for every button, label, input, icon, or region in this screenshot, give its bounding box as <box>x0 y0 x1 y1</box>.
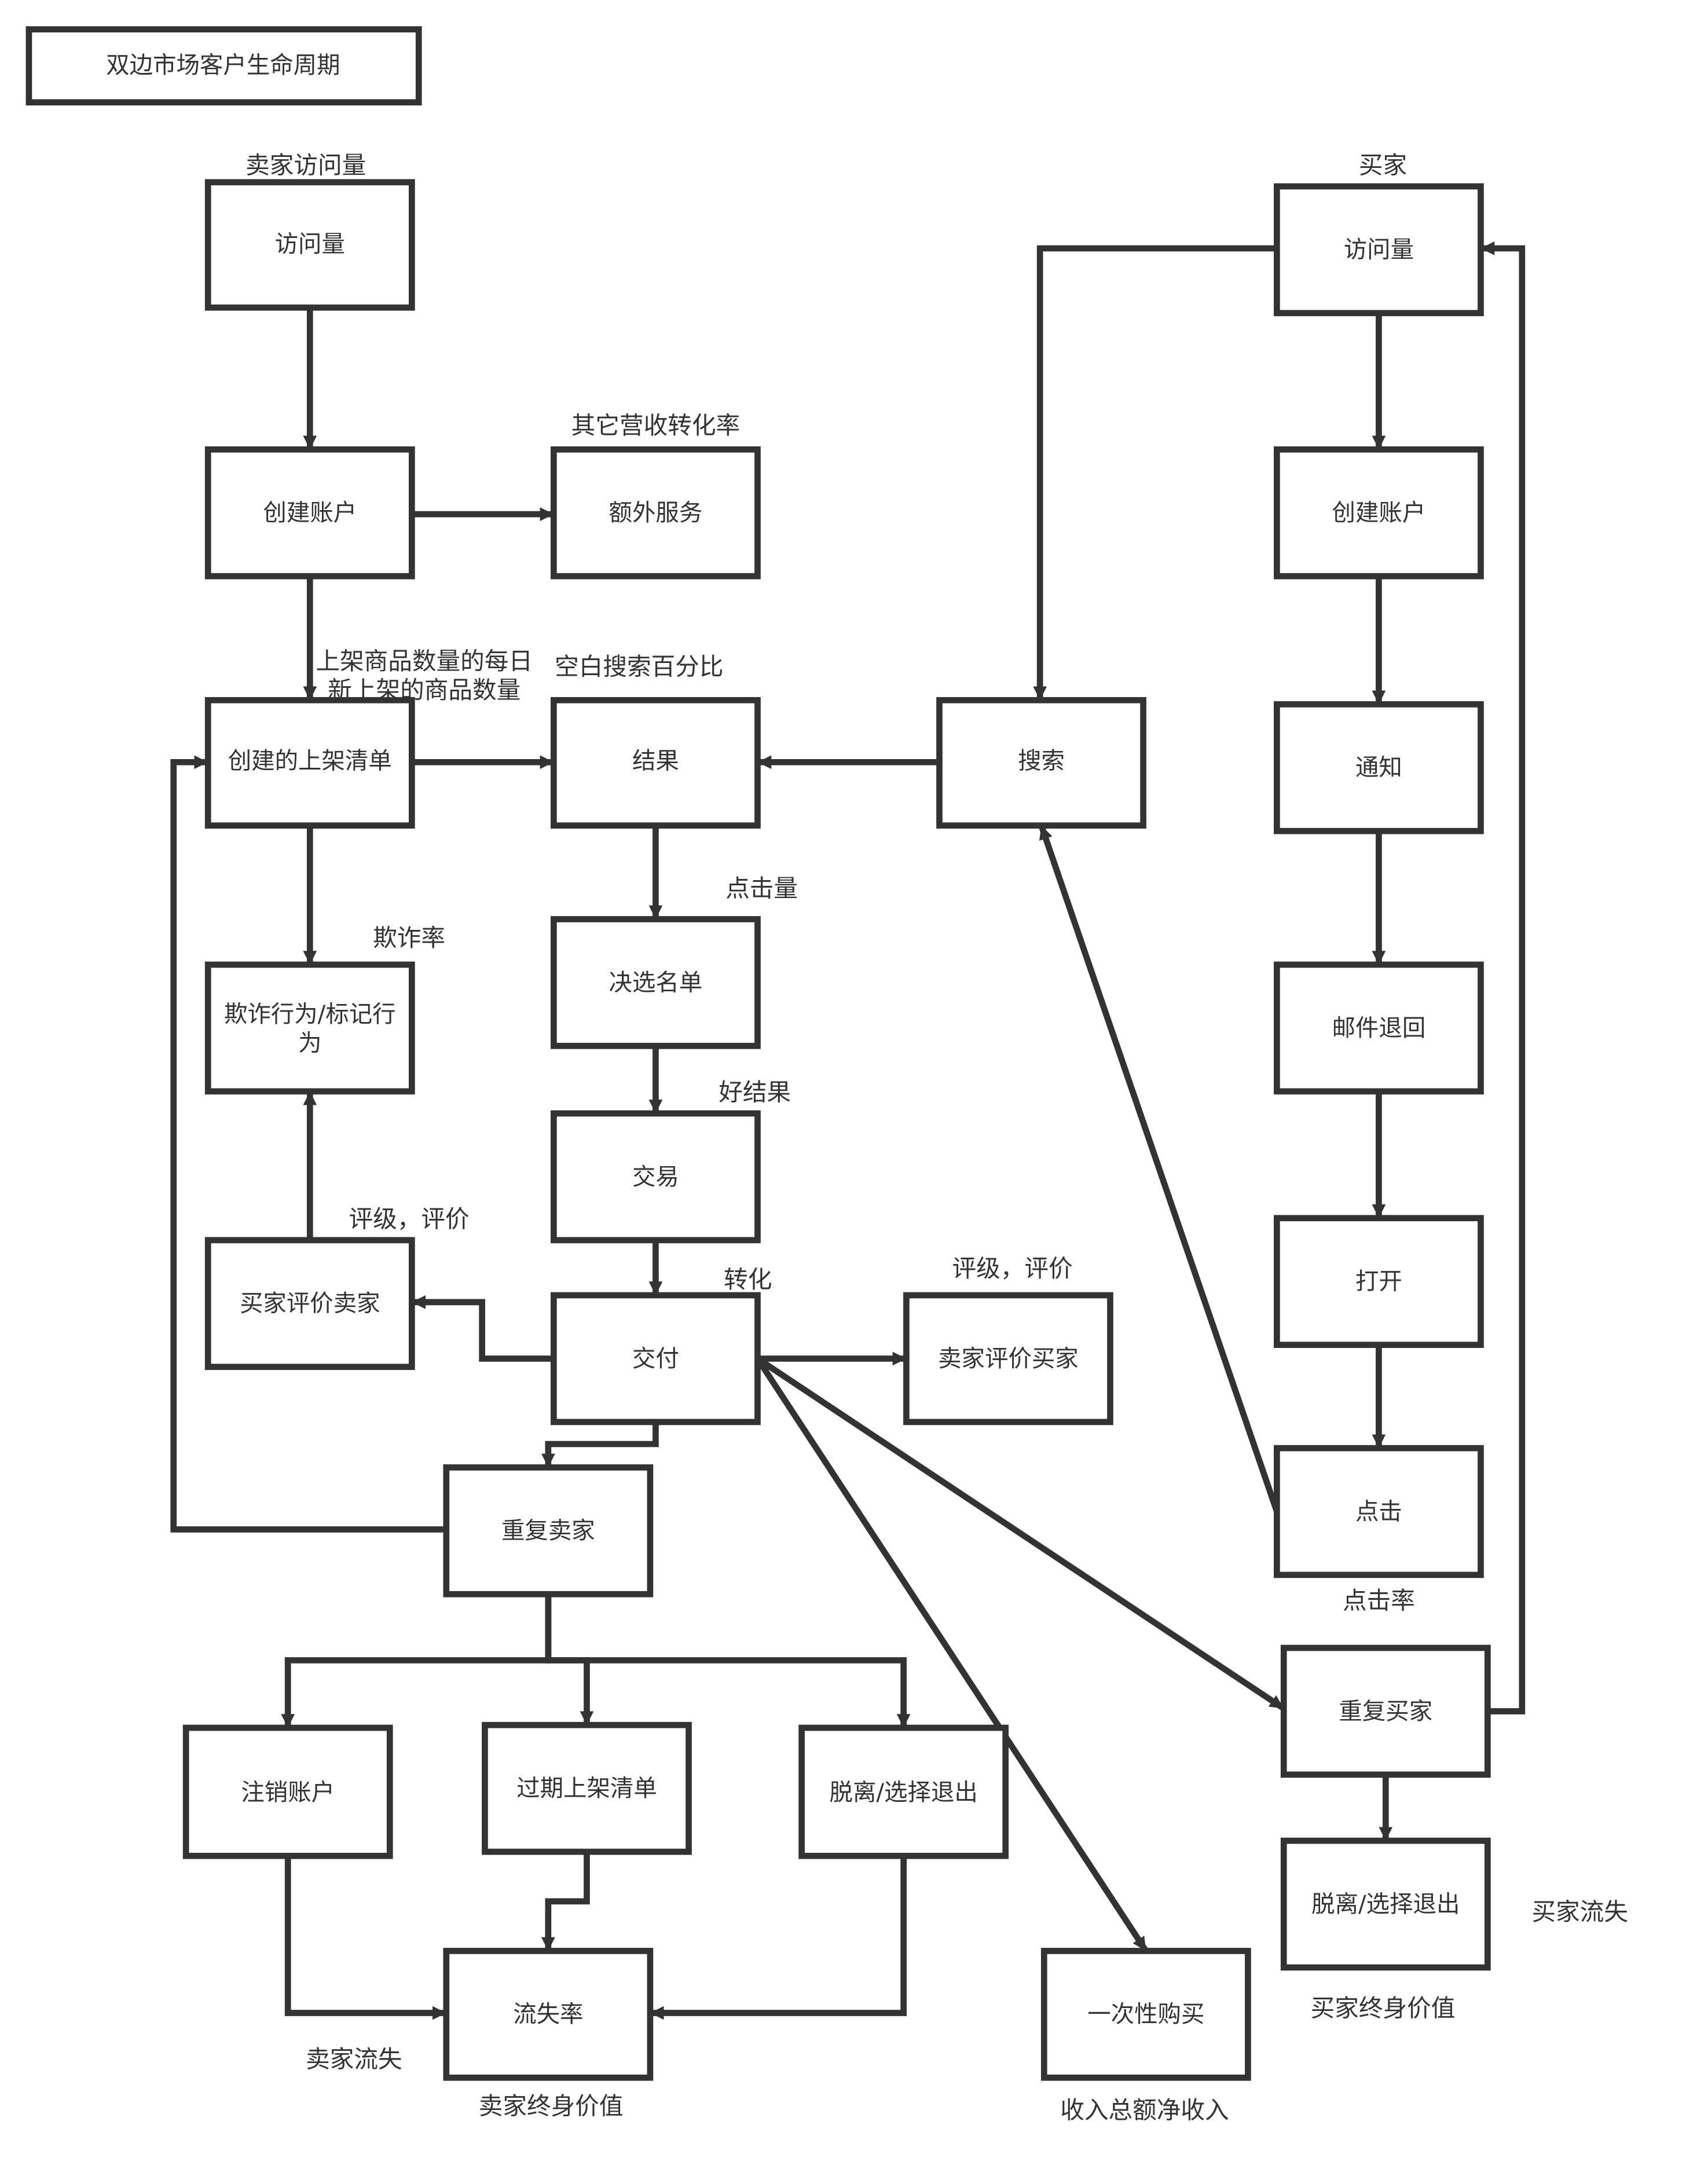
label-rating-review-right: 评级，评价 <box>952 1254 1073 1283</box>
metric-labels: 卖家访问量 买家 其它营收转化率 上架商品数量的每日 新上架的商品数量 空白搜索… <box>245 151 1628 2124</box>
label-listings-daily-line1: 上架商品数量的每日 <box>316 647 533 675</box>
node-transaction: 交易 <box>551 1110 761 1244</box>
label-other-revenue-conversion: 其它营收转化率 <box>571 411 740 439</box>
label-seller-visits: 卖家访问量 <box>245 151 366 179</box>
svg-text:结果: 结果 <box>632 746 679 774</box>
node-seller-visits: 访问量 <box>204 179 415 311</box>
svg-text:通知: 通知 <box>1355 753 1402 781</box>
edge-repeat-seller-to-listings <box>170 755 446 1533</box>
label-buyer-ltv: 买家终身价值 <box>1311 1994 1456 2023</box>
title-box: 双边市场客户生命周期 <box>25 26 422 106</box>
node-extra-services: 额外服务 <box>551 446 761 580</box>
edges <box>170 241 1526 2020</box>
label-seller-ltv: 卖家终身价值 <box>479 2092 624 2120</box>
label-conversion: 转化 <box>724 1265 772 1294</box>
node-buyer-visits: 访问量 <box>1274 183 1484 317</box>
node-delivery: 交付 <box>551 1292 761 1426</box>
edge-repeat-seller-to-opt-out <box>545 1594 911 1728</box>
node-notification: 通知 <box>1274 701 1484 834</box>
edge-delivery-to-repeat-seller <box>541 1421 659 1468</box>
node-buyer-rates-seller: 买家评价卖家 <box>204 1237 415 1371</box>
svg-text:重复卖家: 重复卖家 <box>501 1516 595 1544</box>
svg-text:创建的上架清单: 创建的上架清单 <box>228 746 392 774</box>
svg-text:欺诈行为/标记行: 欺诈行为/标记行 <box>224 1000 396 1028</box>
svg-text:为: 为 <box>298 1029 321 1057</box>
node-seller-create-account: 创建账户 <box>204 446 415 580</box>
label-buyer: 买家 <box>1359 151 1407 179</box>
label-click-volume: 点击量 <box>725 874 798 903</box>
edge-expired-listings-to-churn <box>541 1852 590 1951</box>
node-buyer-create-account: 创建账户 <box>1274 446 1484 580</box>
node-seller-rates-buyer: 卖家评价买家 <box>903 1292 1113 1426</box>
svg-text:点击: 点击 <box>1355 1497 1402 1525</box>
edge-delivery-to-buyer-rates-seller <box>412 1295 554 1362</box>
svg-text:决选名单: 决选名单 <box>609 968 703 996</box>
label-click-through-rate: 点击率 <box>1343 1587 1415 1615</box>
label-empty-search-pct: 空白搜索百分比 <box>555 653 723 681</box>
node-results: 结果 <box>551 697 761 829</box>
svg-text:脱离/选择退出: 脱离/选择退出 <box>830 1778 978 1806</box>
node-seller-opt-out: 脱离/选择退出 <box>798 1724 1009 1859</box>
svg-text:脱离/选择退出: 脱离/选择退出 <box>1311 1890 1460 1918</box>
svg-text:流失率: 流失率 <box>513 2000 583 2028</box>
label-buyer-churn: 买家流失 <box>1531 1897 1628 1926</box>
edge-click-to-search <box>1038 825 1280 1513</box>
svg-text:交易: 交易 <box>632 1163 679 1190</box>
node-shortlist: 决选名单 <box>551 916 761 1049</box>
svg-text:访问量: 访问量 <box>275 230 345 258</box>
node-click: 点击 <box>1274 1445 1484 1578</box>
edge-repeat-buyer-to-visits <box>1480 241 1526 1714</box>
svg-text:打开: 打开 <box>1355 1267 1402 1295</box>
svg-text:搜索: 搜索 <box>1018 746 1065 774</box>
node-listings-created: 创建的上架清单 <box>204 697 415 829</box>
edge-opt-out-to-churn <box>650 1856 907 2020</box>
label-seller-churn: 卖家流失 <box>306 2045 402 2073</box>
node-buyer-opt-out: 脱离/选择退出 <box>1280 1837 1491 1971</box>
svg-text:一次性购买: 一次性购买 <box>1087 2000 1204 2028</box>
label-listings-daily-line2: 新上架的商品数量 <box>328 676 521 704</box>
node-churn-rate: 流失率 <box>443 1948 654 2081</box>
label-fraud-rate: 欺诈率 <box>373 924 445 952</box>
edge-buyer-visits-to-search <box>1033 245 1277 701</box>
node-search: 搜索 <box>936 697 1146 829</box>
label-good-result: 好结果 <box>719 1078 791 1107</box>
label-net-revenue: 收入总额净收入 <box>1060 2096 1229 2124</box>
node-one-time-purchase: 一次性购买 <box>1040 1948 1251 2081</box>
node-cancel-account: 注销账户 <box>182 1724 393 1859</box>
svg-text:访问量: 访问量 <box>1344 236 1414 263</box>
node-repeat-seller: 重复卖家 <box>443 1464 654 1598</box>
diagram-title: 双边市场客户生命周期 <box>106 51 340 79</box>
node-open: 打开 <box>1274 1215 1484 1348</box>
svg-text:创建账户: 创建账户 <box>1332 499 1426 526</box>
node-email-bounce: 邮件退回 <box>1274 961 1484 1095</box>
node-expired-listings: 过期上架清单 <box>482 1721 692 1855</box>
node-repeat-buyer: 重复买家 <box>1280 1644 1491 1778</box>
svg-text:交付: 交付 <box>632 1344 679 1372</box>
node-fraud: 欺诈行为/标记行 为 <box>204 961 415 1095</box>
edge-delivery-to-repeat-buyer <box>756 1355 1286 1712</box>
edge-repeat-seller-to-cancel-account <box>281 1594 552 1728</box>
edge-cancel-account-to-churn <box>284 1856 446 2020</box>
svg-text:注销账户: 注销账户 <box>241 1778 335 1806</box>
svg-text:卖家评价买家: 卖家评价买家 <box>938 1344 1079 1372</box>
svg-text:重复买家: 重复买家 <box>1339 1697 1432 1725</box>
svg-text:创建账户: 创建账户 <box>263 499 357 526</box>
label-rating-review-left: 评级，评价 <box>349 1205 470 1233</box>
edge-delivery-to-one-time-purchase <box>754 1357 1149 1953</box>
svg-text:过期上架清单: 过期上架清单 <box>516 1774 657 1802</box>
svg-text:额外服务: 额外服务 <box>609 499 703 526</box>
svg-text:邮件退回: 邮件退回 <box>1332 1014 1426 1042</box>
svg-text:买家评价卖家: 买家评价卖家 <box>240 1289 380 1317</box>
